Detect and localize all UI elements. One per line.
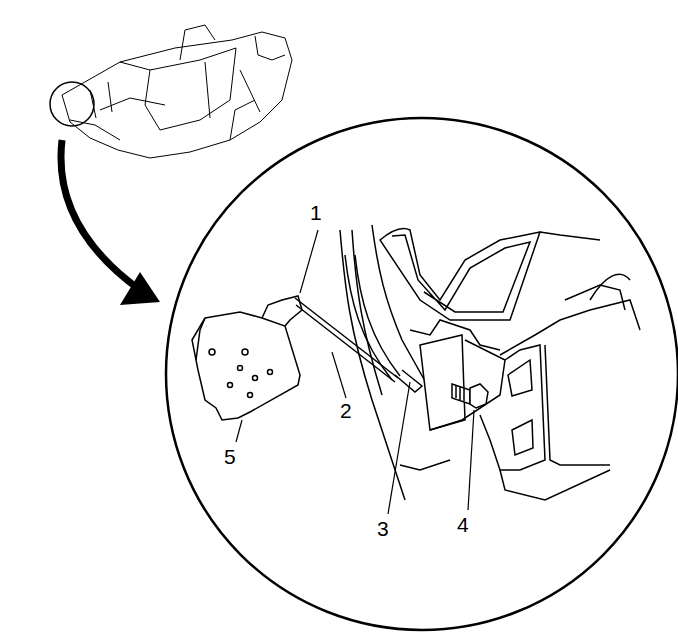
body-structure [340,225,640,500]
arrow-head [120,272,160,305]
detail-circle [50,82,94,126]
sensor-bracket [192,296,302,420]
pointer-arrow [61,140,140,290]
callout-number: 4 [457,514,469,535]
sensor-rod [296,305,395,382]
wire-harness [345,255,422,392]
callout-number: 1 [310,202,322,223]
callout-number: 2 [340,400,352,421]
leader-lines [236,230,474,514]
callout-number: 5 [224,446,236,467]
callout-number: 3 [377,518,389,539]
bolt [452,384,488,408]
vehicle-body [62,25,292,158]
sensor-rod [295,298,398,378]
detail-view [166,118,678,630]
